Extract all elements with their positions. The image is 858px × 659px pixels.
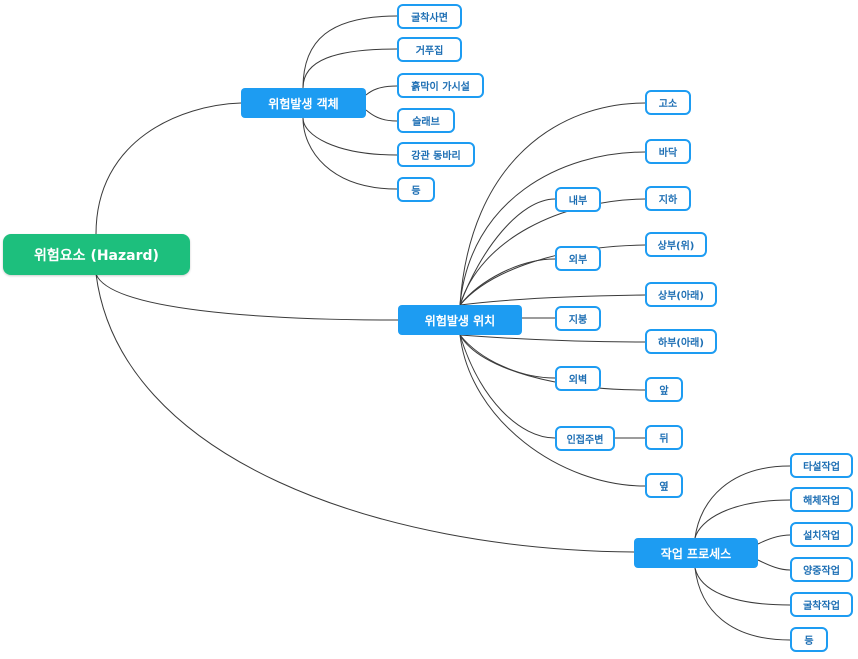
link-process-2 (694, 499, 791, 539)
leaf-location-lower-bottom[interactable]: 하부(아래) (645, 329, 717, 354)
leaf-location-outer-wall[interactable]: 외벽 (555, 366, 601, 391)
link-root-process (95, 273, 635, 553)
link-location-right-4 (459, 244, 646, 306)
link-root-object (95, 102, 242, 235)
leaf-object-2[interactable]: 거푸집 (397, 37, 462, 62)
link-location-left-4 (459, 334, 556, 379)
leaf-location-height[interactable]: 고소 (645, 90, 691, 115)
branch-hazard-location[interactable]: 위험발생 위치 (398, 305, 522, 335)
link-object-3 (365, 85, 398, 96)
link-location-right-2 (459, 151, 646, 306)
link-process-4 (757, 559, 791, 571)
link-process-3 (757, 534, 791, 545)
link-location-right-3 (459, 198, 646, 306)
leaf-location-adjacent[interactable]: 인접주변 (555, 426, 615, 451)
link-object-4 (365, 109, 398, 122)
link-object-6 (302, 117, 398, 190)
leaf-process-5[interactable]: 굴착작업 (790, 592, 853, 617)
link-location-right-7 (459, 334, 646, 391)
link-location-left-1 (459, 198, 556, 306)
leaf-location-roof[interactable]: 지붕 (555, 306, 601, 331)
link-location-right-9 (459, 334, 646, 487)
link-location-right-5 (459, 294, 646, 306)
leaf-process-1[interactable]: 타설작업 (790, 453, 853, 478)
leaf-location-upper-top[interactable]: 상부(위) (645, 232, 707, 257)
leaf-location-front[interactable]: 앞 (645, 377, 683, 402)
leaf-process-4[interactable]: 양중작업 (790, 557, 853, 582)
leaf-location-upper-bottom[interactable]: 상부(아래) (645, 282, 717, 307)
leaf-location-back[interactable]: 뒤 (645, 425, 683, 450)
link-process-1 (694, 465, 791, 539)
leaf-location-floor[interactable]: 바닥 (645, 139, 691, 164)
leaf-process-2[interactable]: 해체작업 (790, 487, 853, 512)
leaf-object-3[interactable]: 흙막이 가시설 (397, 73, 484, 98)
link-location-right-1 (459, 102, 646, 306)
branch-hazard-object[interactable]: 위험발생 객체 (241, 88, 366, 118)
leaf-object-1[interactable]: 굴착사면 (397, 4, 462, 29)
leaf-object-6[interactable]: 등 (397, 177, 435, 202)
link-root-location (95, 273, 399, 321)
link-process-5 (694, 567, 791, 606)
leaf-location-external[interactable]: 외부 (555, 246, 601, 271)
link-object-1 (302, 15, 398, 89)
leaf-process-3[interactable]: 설치작업 (790, 522, 853, 547)
link-object-2 (302, 48, 398, 89)
leaf-object-5[interactable]: 강관 동바리 (397, 142, 475, 167)
branch-work-process[interactable]: 작업 프로세스 (634, 538, 758, 568)
leaf-location-side[interactable]: 옆 (645, 473, 683, 498)
leaf-object-4[interactable]: 슬래브 (397, 108, 455, 133)
leaf-location-internal[interactable]: 내부 (555, 187, 601, 212)
link-process-6 (694, 567, 791, 641)
link-location-right-6 (459, 334, 646, 343)
link-location-left-5 (459, 334, 556, 439)
leaf-location-underground[interactable]: 지하 (645, 186, 691, 211)
link-object-5 (302, 117, 398, 156)
leaf-process-6[interactable]: 등 (790, 627, 828, 652)
root-node[interactable]: 위험요소 (Hazard) (3, 234, 190, 275)
